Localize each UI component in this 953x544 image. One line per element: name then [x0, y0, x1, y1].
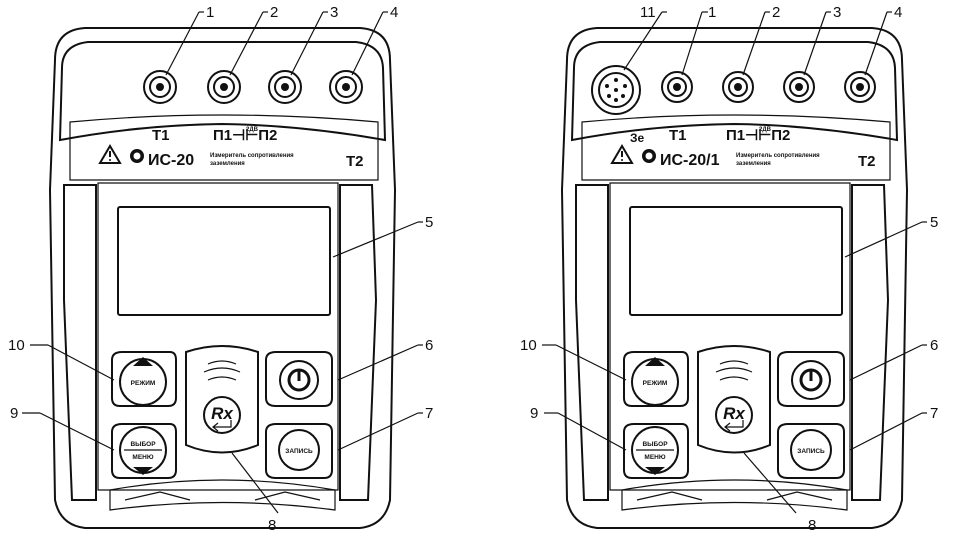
rx-key-label: Rx	[211, 404, 234, 423]
callout-7: 7	[930, 405, 938, 422]
callout-1: 1	[708, 4, 716, 21]
callout-8: 8	[268, 517, 276, 534]
callout-5: 5	[425, 214, 433, 231]
connector-port-11[interactable]	[591, 65, 641, 115]
description-line2: заземления	[736, 161, 771, 167]
label-p1p2: П1⊣⊢П2	[213, 127, 277, 144]
label-t2: Т2	[858, 153, 876, 170]
label-t1: Т1	[152, 127, 170, 144]
callout-6: 6	[930, 337, 938, 354]
label-ze: Зе	[630, 131, 645, 145]
label-p1p2: П1⊣⊢П2	[726, 127, 790, 144]
select-key-label: ВЫБОР	[130, 441, 156, 448]
terminal-t1[interactable]	[143, 70, 177, 104]
rx-key-label: Rx	[723, 404, 746, 423]
terminal-p1[interactable]	[722, 71, 754, 103]
callout-1: 1	[206, 4, 214, 21]
callout-2: 2	[772, 4, 780, 21]
label-t1: Т1	[669, 127, 687, 144]
select-key-label: ВЫБОР	[642, 441, 668, 448]
description-line2: заземления	[210, 161, 245, 167]
mode-key-label: РЕЖИМ	[643, 380, 668, 387]
callout-4: 4	[390, 4, 398, 21]
callout-9: 9	[530, 405, 538, 422]
callout-7: 7	[425, 405, 433, 422]
menu-key-label: МЕНЮ	[644, 454, 665, 461]
callout-3: 3	[330, 4, 338, 21]
callout-10: 10	[8, 337, 25, 354]
callout-4: 4	[894, 4, 902, 21]
callout-2: 2	[270, 4, 278, 21]
terminal-p2[interactable]	[268, 70, 302, 104]
mode-key-label: РЕЖИМ	[131, 380, 156, 387]
terminal-p2[interactable]	[783, 71, 815, 103]
save-key-label: ЗАПИСЬ	[285, 448, 313, 455]
model-name: ИС-20	[148, 152, 194, 169]
callout-5: 5	[930, 214, 938, 231]
terminal-t2[interactable]	[329, 70, 363, 104]
callout-9: 9	[10, 405, 18, 422]
terminal-t1[interactable]	[661, 71, 693, 103]
terminal-t2[interactable]	[844, 71, 876, 103]
callout-8: 8	[808, 517, 816, 534]
model-name: ИС-20/1	[660, 152, 720, 169]
save-key-label: ЗАПИСЬ	[797, 448, 825, 455]
label-p1p2-mid: 2ДВ	[759, 127, 772, 133]
label-p1p2-mid: 2ДВ	[246, 127, 259, 133]
menu-key-label: МЕНЮ	[132, 454, 153, 461]
label-t2: Т2	[346, 153, 364, 170]
callout-10: 10	[520, 337, 537, 354]
device-right: Зе Т1 П1⊣⊢П2 2ДВ Т2 ИС-20/1 Измеритель с…	[520, 4, 938, 534]
description-line1: Измеритель сопротивления	[736, 153, 820, 159]
device-left: Т1 П1⊣⊢П2 2ДВ Т2 ИС-20 Измеритель сопрот…	[8, 4, 433, 534]
terminal-p1[interactable]	[207, 70, 241, 104]
callout-3: 3	[833, 4, 841, 21]
callout-6: 6	[425, 337, 433, 354]
callout-11: 11	[640, 4, 656, 21]
description-line1: Измеритель сопротивления	[210, 153, 294, 159]
